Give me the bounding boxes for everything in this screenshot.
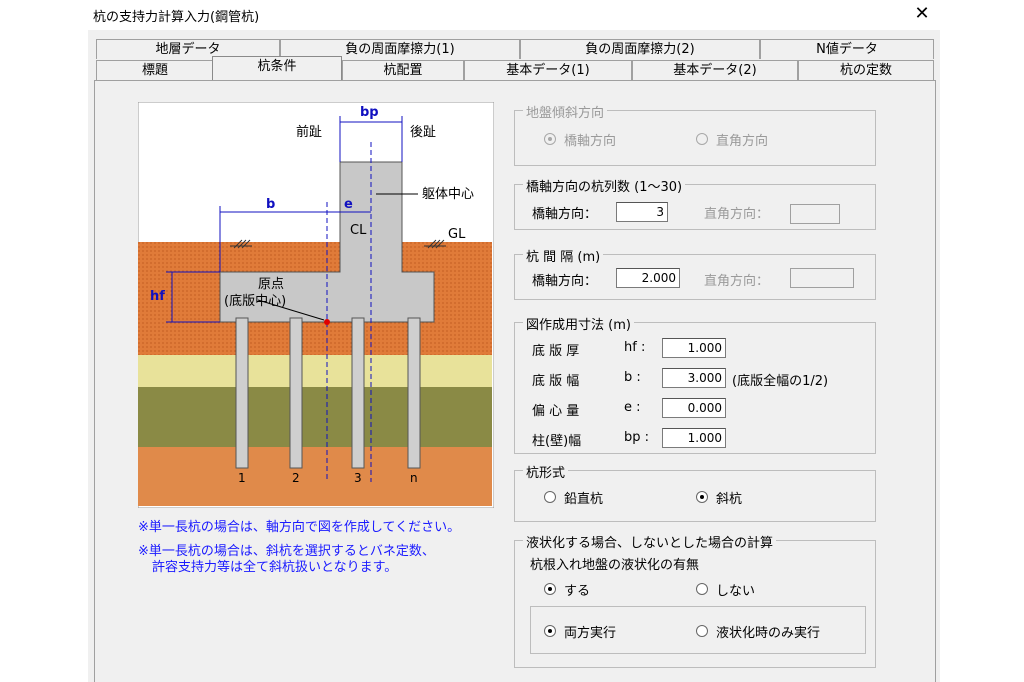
label-liquefaction-question: 杭根入れ地盤の液状化の有無 <box>530 558 700 573</box>
label-spacing-perpendicular: 直角方向： <box>704 274 770 289</box>
pile-n <box>407 317 421 469</box>
label-origin-sub: (底版中心) <box>224 293 286 309</box>
tab-layer-data[interactable]: 地層データ <box>96 39 280 59</box>
pile-diagram: bp 前趾 後趾 躯体中心 b e CL GL hf 原点 (底版中心) 1 2… <box>138 102 494 508</box>
label-rows-perpendicular: 直角方向： <box>704 207 770 222</box>
liquefaction-group: 液状化する場合、しないとした場合の計算 <box>514 532 876 668</box>
label-origin: 原点 <box>258 277 284 292</box>
label-spacing-axis: 橋軸方向： <box>532 274 598 289</box>
pile-type-title: 杭形式 <box>523 462 569 481</box>
label-footing-width: 底 版 幅 <box>532 374 580 389</box>
radio-vertical-pile[interactable] <box>544 491 556 503</box>
slope-direction-title: 地盤傾斜方向 <box>523 102 608 121</box>
symbol-b: b : <box>624 370 641 385</box>
dimensions-group: 図作成用寸法 (m) <box>514 314 876 454</box>
window-title: 杭の支持力計算入力(鋼管杭) <box>93 10 260 25</box>
spacing-axis-input[interactable]: 2.000 <box>616 268 680 288</box>
radio-run-liquefaction-only[interactable] <box>696 625 708 637</box>
tab-basic-data-1[interactable]: 基本データ(1) <box>464 60 632 80</box>
footing-width-note: (底版全幅の1/2) <box>732 374 829 389</box>
radio-batter-pile[interactable] <box>696 491 708 503</box>
origin-pointer <box>257 299 325 321</box>
label-run-liquefaction-only: 液状化時のみ実行 <box>716 626 821 641</box>
pile-type-group: 杭形式 <box>514 462 876 522</box>
label-gl: GL <box>448 227 466 242</box>
note-2: ※単一長杭の場合は、斜杭を選択するとバネ定数、 <box>138 544 435 559</box>
liquefaction-title: 液状化する場合、しないとした場合の計算 <box>523 532 777 551</box>
symbol-bp: bp : <box>624 430 650 445</box>
label-run-both: 両方実行 <box>564 626 617 641</box>
label-e: e <box>344 197 353 212</box>
label-back: 後趾 <box>410 125 436 140</box>
note-1: ※単一長杭の場合は、軸方向で図を作成してください。 <box>138 520 461 535</box>
spacing-title: 杭 間 隔 (m) <box>523 246 604 265</box>
label-pile-3: 3 <box>354 471 362 485</box>
label-eccentricity: 偏 心 量 <box>532 404 580 419</box>
label-bp: bp <box>360 105 379 120</box>
pile-1 <box>235 317 249 469</box>
label-b: b <box>266 197 275 212</box>
symbol-hf: hf : <box>624 340 646 355</box>
label-footing-thickness: 底 版 厚 <box>532 344 580 359</box>
radio-liquefaction-no[interactable] <box>696 583 708 595</box>
pile-2 <box>289 317 303 469</box>
gl-hatch-right <box>424 239 446 249</box>
label-pile-1: 1 <box>238 471 246 485</box>
label-liquefaction-no: しない <box>716 584 756 599</box>
layer-clay <box>138 387 492 447</box>
label-cl: CL <box>350 223 367 238</box>
label-pile-n: n <box>410 471 418 485</box>
footing-width-input[interactable]: 3.000 <box>662 368 726 388</box>
layer-bottom <box>138 447 492 506</box>
label-body-center: 躯体中心 <box>422 186 474 202</box>
rows-perpendicular-input[interactable] <box>790 204 840 224</box>
pile-3 <box>351 317 365 469</box>
origin-point <box>324 319 330 325</box>
slope-direction-group: 地盤傾斜方向 <box>514 102 876 166</box>
label-batter-pile: 斜杭 <box>716 492 743 507</box>
tab-pile-constants[interactable]: 杭の定数 <box>798 60 934 80</box>
column-width-input[interactable]: 1.000 <box>662 428 726 448</box>
gl-hatch-left <box>230 239 252 249</box>
tab-pile-conditions[interactable]: 杭条件 <box>212 56 342 80</box>
tab-pile-layout[interactable]: 杭配置 <box>342 60 464 80</box>
label-column-width: 柱(壁)幅 <box>532 434 582 449</box>
label-vertical-pile: 鉛直杭 <box>564 492 604 507</box>
label-slope-perpendicular: 直角方向 <box>716 134 769 149</box>
execution-mode-group <box>530 606 866 654</box>
layer-sand <box>138 355 492 387</box>
radio-slope-axis[interactable] <box>544 133 556 145</box>
pile-rows-group: 橋軸方向の杭列数 (1〜30) <box>514 176 876 230</box>
rows-axis-input[interactable]: 3 <box>616 202 668 222</box>
label-liquefaction-yes: する <box>564 584 591 599</box>
spacing-perpendicular-input[interactable] <box>790 268 854 288</box>
title-bar: 杭の支持力計算入力(鋼管杭) ✕ <box>0 0 1024 30</box>
note-3: 許容支持力等は全て斜杭扱いとなります。 <box>152 560 398 575</box>
radio-run-both[interactable] <box>544 625 556 637</box>
close-icon[interactable]: ✕ <box>914 3 930 24</box>
footing-thickness-input[interactable]: 1.000 <box>662 338 726 358</box>
symbol-e: e : <box>624 400 641 415</box>
label-hf: hf <box>150 289 165 304</box>
tab-basic-data-2[interactable]: 基本データ(2) <box>632 60 798 80</box>
radio-liquefaction-yes[interactable] <box>544 583 556 595</box>
spacing-group: 杭 間 隔 (m) <box>514 246 876 300</box>
radio-slope-perpendicular[interactable] <box>696 133 708 145</box>
label-rows-axis: 橋軸方向： <box>532 207 598 222</box>
tab-negative-friction-1[interactable]: 負の周面摩擦力(1) <box>280 39 520 59</box>
label-front: 前趾 <box>296 124 322 140</box>
label-pile-2: 2 <box>292 471 300 485</box>
eccentricity-input[interactable]: 0.000 <box>662 398 726 418</box>
tab-n-value-data[interactable]: N値データ <box>760 39 934 59</box>
pile-rows-title: 橋軸方向の杭列数 (1〜30) <box>523 176 686 195</box>
tab-negative-friction-2[interactable]: 負の周面摩擦力(2) <box>520 39 760 59</box>
dimensions-title: 図作成用寸法 (m) <box>523 314 634 333</box>
label-slope-axis: 橋軸方向 <box>564 134 617 149</box>
tab-title[interactable]: 標題 <box>96 60 214 80</box>
